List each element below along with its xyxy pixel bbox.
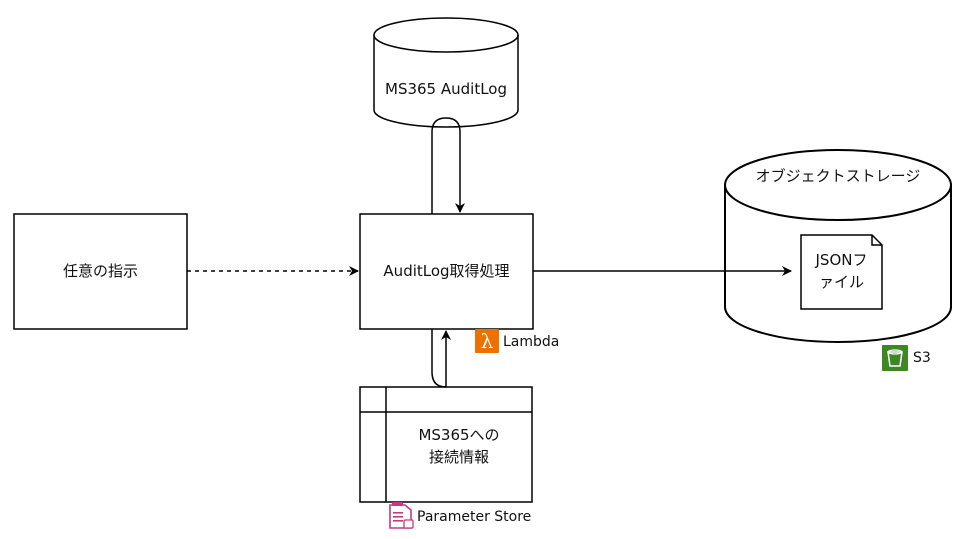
parameter-store-icon: [389, 502, 414, 529]
parameter-store-label: Parameter Store: [417, 509, 532, 525]
edge-process-auditlog-loop: [431, 117, 465, 214]
trigger-label: 任意の指示: [62, 262, 138, 280]
parameter-table[interactable]: [359, 386, 533, 503]
process-box[interactable]: [359, 213, 534, 330]
json-file-label-line2: ァイル: [818, 273, 864, 291]
edge-params-process-loop: [431, 329, 447, 388]
trigger-box[interactable]: [13, 213, 188, 330]
lambda-label: Lambda: [503, 334, 560, 350]
storage-label: オブジェクトストレージ: [755, 167, 921, 185]
auditlog-source-label: MS365 AuditLog: [385, 80, 507, 98]
json-file-note[interactable]: [800, 234, 883, 310]
auditlog-source-cylinder[interactable]: [373, 17, 519, 128]
params-label-line1: MS365への: [418, 426, 500, 444]
json-file-fold: [871, 235, 882, 246]
svg-text:λ: λ: [481, 329, 494, 353]
lambda-icon: λ: [475, 329, 499, 353]
json-file-label-line1: JSONフ: [815, 251, 868, 269]
s3-label: S3: [913, 350, 931, 366]
process-label: AuditLog取得処理: [383, 262, 510, 280]
params-label-line2: 接続情報: [428, 448, 489, 466]
s3-bucket-icon: [882, 345, 908, 371]
